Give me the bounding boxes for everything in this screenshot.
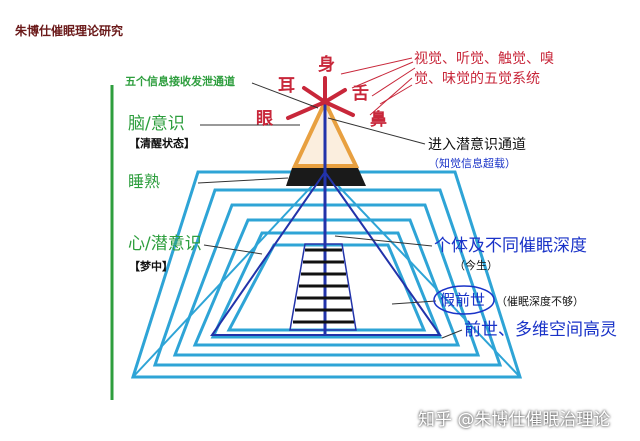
deep-sleep-label: 睡熟 xyxy=(128,172,161,191)
ray-eye xyxy=(286,100,327,120)
brain-consciousness-label: 脑/意识 xyxy=(128,114,185,134)
pyramid-layer-2 xyxy=(152,188,503,367)
sense-pointer-lines xyxy=(340,57,416,116)
pointer-false-life xyxy=(391,300,437,305)
pyramid-layer-3 xyxy=(172,203,481,357)
overload-label: （知觉信息超载） xyxy=(428,157,516,170)
ladder-frame xyxy=(289,243,357,331)
sense-nose-label: 鼻 xyxy=(370,110,387,130)
pointer-individual xyxy=(334,235,433,247)
pointer-subconscious xyxy=(203,244,263,255)
pointer-sense-2 xyxy=(351,61,414,89)
heart-subconscious-label: 心/潜意识 xyxy=(128,234,202,254)
ray-ear xyxy=(302,86,327,104)
past-lives-label: 前世、多维空间高灵 xyxy=(464,320,617,340)
awake-state-label: 【清醒状态】 xyxy=(129,137,195,150)
false-past-life-label: 假前世 xyxy=(440,291,486,309)
sense-rays xyxy=(286,76,355,120)
pointer-past-lives xyxy=(441,329,463,339)
pointer-lines xyxy=(197,82,463,339)
pointer-sense-1 xyxy=(340,57,413,75)
ladder xyxy=(293,248,354,324)
pointer-sense-3 xyxy=(371,67,416,97)
nested-pyramids xyxy=(130,170,523,379)
pointer-sense-5 xyxy=(369,77,413,116)
pyramid-layer-5 xyxy=(210,231,443,339)
sense-tongue-label: 舌 xyxy=(352,84,369,104)
pointer-sleep xyxy=(197,177,289,184)
apex-line-left xyxy=(132,171,326,378)
ray-nose xyxy=(323,100,355,117)
sense-body-label: 身 xyxy=(318,55,335,75)
enter-channel-label: 进入潜意识通道 xyxy=(428,137,526,153)
ray-tongue xyxy=(323,88,347,104)
pointer-enter-channel xyxy=(327,117,426,145)
false-life-highlight xyxy=(433,285,495,315)
insufficient-depth-label: （催眠深度不够） xyxy=(496,295,584,308)
inner-triangle xyxy=(210,170,442,336)
pointer-channels xyxy=(251,82,319,109)
pyramid-layer-6 xyxy=(226,243,427,332)
sense-eye-label: 眼 xyxy=(256,109,273,129)
sense-ear-label: 耳 xyxy=(278,76,295,96)
five-senses-line1: 视觉、听觉、触觉、嗅 xyxy=(414,51,554,67)
this-life-label: （今生） xyxy=(454,259,498,272)
watermark-text: 知乎 @朱博仕催眠治理论 xyxy=(418,410,611,430)
channels-label: 五个信息接收发泄通道 xyxy=(125,75,235,88)
apex-line-right xyxy=(324,171,521,378)
pyramid-layer-4 xyxy=(192,218,461,347)
five-senses-line2: 觉、味觉的五觉系统 xyxy=(414,71,540,87)
individual-depth-label: 个体及不同催眠深度 xyxy=(434,236,587,256)
dream-label: 【梦中】 xyxy=(129,260,173,273)
page-title: 朱博仕催眠理论研究 xyxy=(15,24,124,38)
